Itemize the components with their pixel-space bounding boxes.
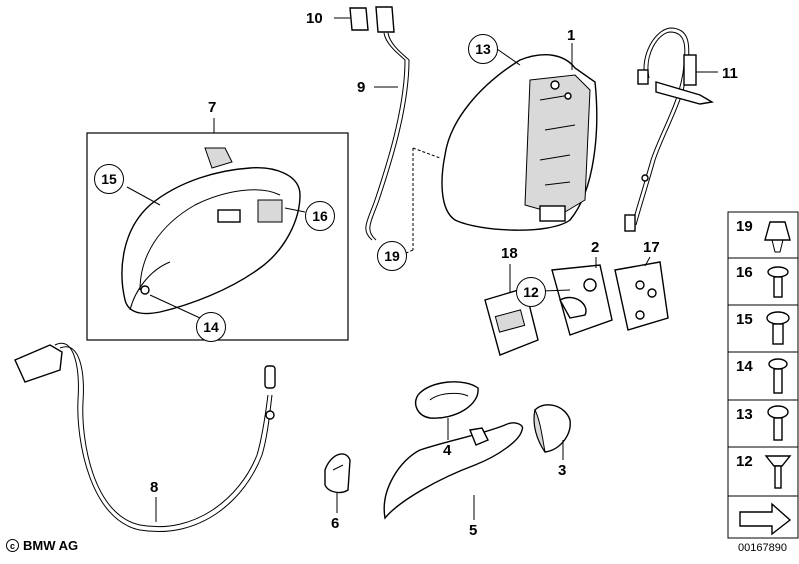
callout-15-circle: 15: [94, 164, 124, 194]
cover-plate-17: [614, 261, 669, 331]
callout-14-circle: 14: [196, 312, 226, 342]
legend-label-12: 12: [736, 453, 753, 470]
legend-label-14: 14: [736, 358, 753, 375]
door-lock: [441, 54, 598, 231]
callout-17: 17: [643, 239, 660, 256]
callout-18: 18: [501, 245, 518, 262]
bezel-6: [324, 453, 351, 494]
brand-name: BMW AG: [23, 538, 79, 553]
bowden-cable: [14, 342, 276, 532]
copyright-notice: c BMW AG: [6, 538, 78, 553]
legend-label-19: 19: [736, 218, 753, 235]
outer-door-handle: [383, 422, 524, 520]
callout-19-circle: 19: [377, 241, 407, 271]
callout-12-circle: 12: [516, 277, 546, 307]
callout-16-circle: 16: [305, 201, 335, 231]
legend-label-16: 16: [736, 264, 753, 281]
callout-10: 10: [306, 10, 323, 27]
cable-assembly: [624, 27, 715, 232]
inner-handle-housing: [121, 147, 301, 315]
callout-8: 8: [150, 479, 159, 496]
callout-11: 11: [722, 65, 738, 82]
callout-13-circle: 13: [468, 34, 498, 64]
callout-7: 7: [208, 99, 217, 116]
callout-5: 5: [469, 522, 478, 539]
handle-cover-cap: [533, 404, 571, 453]
callout-3: 3: [558, 462, 567, 479]
handle-gasket: [414, 381, 479, 419]
document-number: 00167890: [738, 542, 787, 554]
lock-rod: [349, 6, 410, 241]
callout-9: 9: [357, 79, 366, 96]
legend-label-13: 13: [736, 406, 753, 423]
callout-6: 6: [331, 515, 340, 532]
fastener-legend: [727, 211, 799, 539]
legend-label-15: 15: [736, 311, 753, 328]
callout-2: 2: [591, 239, 600, 256]
copyright-icon: c: [6, 539, 19, 552]
callout-4: 4: [443, 442, 452, 459]
callout-1: 1: [567, 27, 576, 44]
rotary-latch: [551, 264, 613, 336]
